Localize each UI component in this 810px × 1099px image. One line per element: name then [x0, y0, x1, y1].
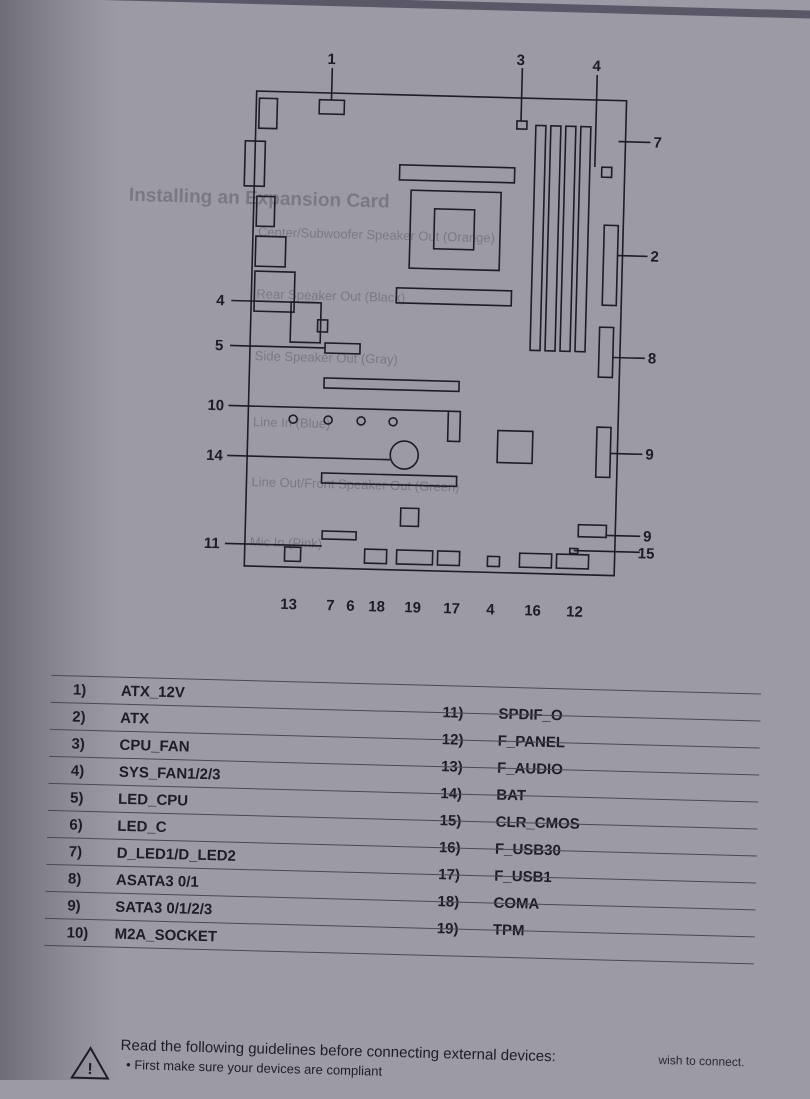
left-item-name: ASATA3 0/1 [115, 871, 200, 891]
left-item-name: ATX [120, 709, 150, 728]
atx12v-connector [318, 98, 346, 116]
callout-19: 19 [404, 599, 421, 616]
usb30-header [518, 552, 553, 569]
m2-socket [446, 410, 462, 443]
io-port [257, 97, 279, 130]
callout-18: 18 [368, 598, 385, 615]
callout-6: 6 [346, 598, 355, 615]
m2-standoff [288, 414, 298, 424]
left-item-number: 8) [67, 870, 82, 888]
callout-17: 17 [443, 600, 460, 617]
left-item-name: SYS_FAN1/2/3 [118, 763, 221, 784]
callout-9: 9 [645, 446, 654, 463]
socket-bracket [395, 287, 513, 307]
cpu-socket [408, 189, 502, 272]
left-item-name: D_LED1/D_LED2 [116, 844, 237, 865]
left-item-number: 1) [72, 681, 87, 699]
callout-3: 3 [516, 52, 525, 69]
callout-4: 4 [216, 292, 225, 309]
tpm-header [395, 549, 434, 566]
dimm-slot [559, 125, 577, 353]
left-item-number: 10) [66, 924, 89, 942]
callout-1: 1 [327, 51, 336, 68]
sata-connector [577, 523, 608, 539]
usb1-header [436, 550, 461, 567]
svg-text:!: ! [87, 1061, 93, 1078]
guidelines-bullet: • First make sure your devices are compl… [125, 1057, 383, 1079]
callout-11: 11 [204, 535, 220, 552]
cpu-fan-header [515, 120, 528, 130]
coma-header [363, 548, 388, 565]
callout-14: 14 [206, 447, 224, 464]
page-shadow [0, 0, 120, 1080]
left-item-number: 5) [69, 789, 84, 807]
cpu-socket-inner [432, 207, 476, 251]
guidelines-fragment: wish to connect. [658, 1052, 745, 1070]
pcie-x1-slot [324, 342, 361, 355]
callout-2: 2 [650, 248, 659, 265]
callout-4: 4 [592, 58, 601, 75]
callout-7: 7 [653, 135, 662, 152]
pcie-x16-slot [320, 472, 458, 488]
pcie-x16-slot [323, 377, 460, 393]
callout-4: 4 [486, 601, 495, 618]
io-port [254, 235, 287, 268]
left-item-number: 7) [68, 843, 83, 861]
dimm-slot [574, 125, 592, 353]
connector-label-table: 1) ATX_12V 11) SPDIF_O 2) ATX 12) F_PANE… [44, 674, 762, 965]
left-item-number: 2) [72, 708, 86, 726]
top-edge [14, 0, 810, 19]
sys-fan-header [316, 318, 329, 333]
left-item-name: LED_C [117, 817, 167, 836]
board-outline [243, 90, 628, 577]
left-item-number: 9) [67, 897, 81, 915]
socket-bracket [398, 164, 516, 184]
io-port [255, 195, 276, 228]
sata-connector [594, 426, 612, 479]
f-panel-header [555, 553, 590, 570]
sys-fan-header [486, 555, 501, 568]
callout-8: 8 [648, 350, 657, 367]
f-audio-header [283, 546, 302, 563]
left-item-number: 3) [71, 735, 86, 753]
io-port [243, 139, 267, 188]
battery [389, 440, 420, 470]
callout-7: 7 [326, 597, 335, 614]
callout-5: 5 [215, 337, 224, 354]
left-item-name: ATX_12V [120, 682, 186, 702]
left-item-number: 4) [70, 762, 85, 780]
motherboard-layout-diagram: 1 3 4 7 2 4 5 8 10 14 9 9 15 11 13 7 6 1… [204, 51, 662, 621]
guidelines-bullet-text: First make sure your devices are complia… [134, 1057, 383, 1079]
callout-13: 13 [280, 596, 297, 613]
atx-connector [601, 224, 620, 307]
warning-icon: ! [70, 1046, 110, 1080]
m2-standoff [323, 415, 333, 425]
io-port [253, 270, 296, 313]
dimm-slot [544, 124, 562, 352]
callout-16: 16 [524, 602, 541, 619]
callout-12: 12 [566, 603, 583, 620]
callout-9: 9 [643, 528, 652, 545]
spdif-header [321, 530, 358, 541]
m2-standoff [388, 416, 398, 427]
sys-fan-header [600, 166, 613, 179]
dimm-slot [529, 124, 547, 352]
left-item-name: M2A_SOCKET [114, 925, 218, 946]
chipset [496, 429, 534, 465]
chip [399, 507, 420, 528]
m2-standoff [356, 416, 366, 426]
asata-connector [597, 326, 615, 379]
callout-15: 15 [637, 545, 654, 562]
callout-10: 10 [207, 397, 224, 414]
left-item-name: CPU_FAN [119, 736, 190, 756]
left-item-name: LED_CPU [117, 790, 189, 810]
left-item-number: 6) [69, 816, 83, 834]
left-item-name: SATA3 0/1/2/3 [115, 898, 213, 919]
